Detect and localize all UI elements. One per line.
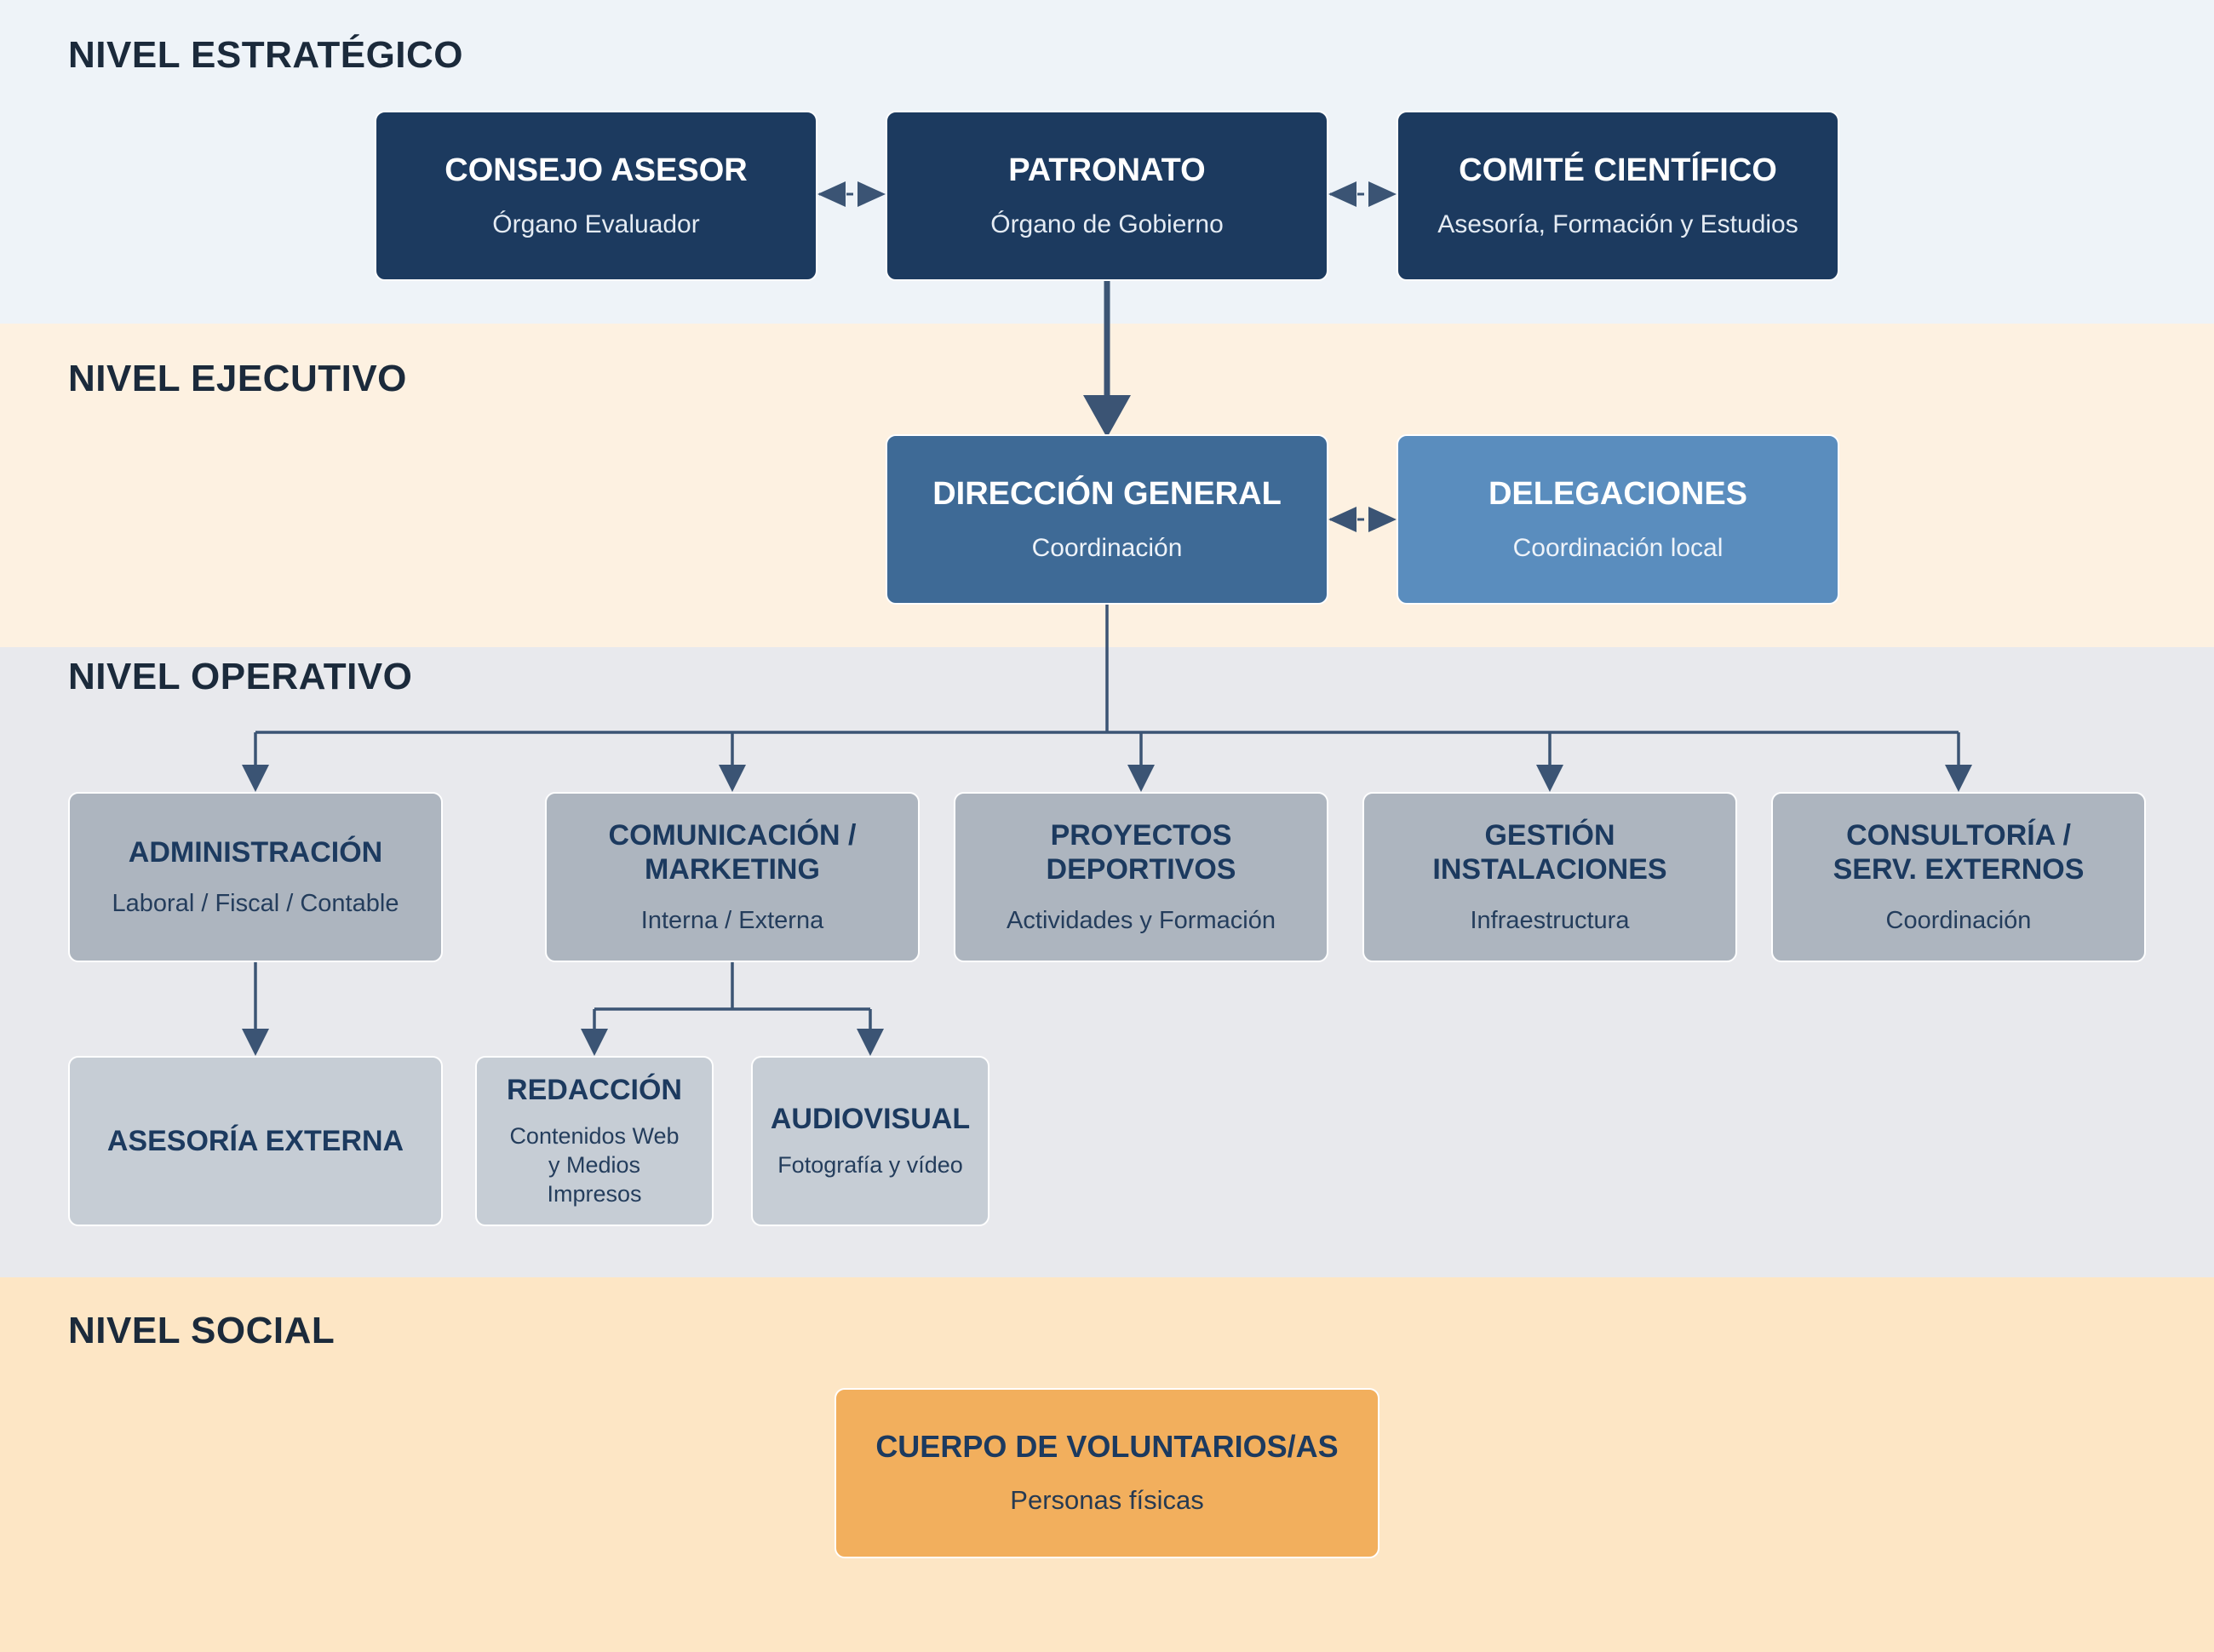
node-title: COMUNICACIÓN / MARKETING	[608, 818, 857, 886]
arrowhead-direccion	[1083, 395, 1131, 438]
node-subtitle: Coordinación	[1031, 533, 1183, 562]
level-title-operative: NIVEL OPERATIVO	[68, 656, 413, 697]
arrowhead-redaccion	[581, 1029, 608, 1056]
node-proyectos-deportivos: PROYECTOS DEPORTIVOS Actividades y Forma…	[954, 792, 1328, 962]
node-direccion-general: DIRECCIÓN GENERAL Coordinación	[886, 434, 1328, 605]
node-title: ADMINISTRACIÓN	[128, 835, 383, 869]
node-comite-cientifico: COMITÉ CIENTÍFICO Asesoría, Formación y …	[1397, 111, 1839, 281]
node-title: AUDIOVISUAL	[770, 1103, 971, 1136]
node-title: REDACCIÓN	[507, 1074, 682, 1107]
arrowhead-direccion-right	[1328, 507, 1357, 532]
arrowhead-audiovisual	[857, 1029, 884, 1056]
node-subtitle: Interna / Externa	[640, 906, 824, 934]
node-subtitle: Asesoría, Formación y Estudios	[1437, 209, 1798, 238]
arrowhead-consejo	[817, 181, 846, 207]
arrowhead-comunicacion	[719, 765, 746, 792]
node-subtitle: Coordinación	[1885, 906, 2032, 934]
node-audiovisual: AUDIOVISUAL Fotografía y vídeo	[751, 1056, 989, 1226]
node-consejo-asesor: CONSEJO ASESOR Órgano Evaluador	[375, 111, 817, 281]
arrowhead-proyectos	[1127, 765, 1155, 792]
node-subtitle: Infraestructura	[1470, 906, 1630, 934]
node-title: CUERPO DE VOLUNTARIOS/AS	[875, 1429, 1339, 1465]
node-title: PATRONATO	[1008, 152, 1206, 188]
node-title: ASESORÍA EXTERNA	[106, 1124, 404, 1157]
node-title: CONSEJO ASESOR	[445, 152, 748, 188]
node-asesoria-externa: ASESORÍA EXTERNA	[68, 1056, 443, 1226]
arrowhead-administracion	[242, 765, 269, 792]
node-cuerpo-voluntarios: CUERPO DE VOLUNTARIOS/AS Personas física…	[835, 1388, 1379, 1558]
arrowhead-consultoria	[1945, 765, 1972, 792]
node-subtitle: Personas físicas	[1010, 1484, 1204, 1515]
node-gestion-instalaciones: GESTIÓN INSTALACIONES Infraestructura	[1362, 792, 1737, 962]
node-title: PROYECTOS DEPORTIVOS	[1046, 818, 1236, 886]
arrowhead-delegaciones	[1368, 507, 1397, 532]
node-subtitle: Órgano de Gobierno	[990, 209, 1224, 238]
node-title: DELEGACIONES	[1488, 475, 1748, 512]
arrowhead-patronato-right	[1328, 181, 1357, 207]
node-title: GESTIÓN INSTALACIONES	[1432, 818, 1667, 886]
node-delegaciones: DELEGACIONES Coordinación local	[1397, 434, 1839, 605]
node-patronato: PATRONATO Órgano de Gobierno	[886, 111, 1328, 281]
node-consultoria: CONSULTORÍA / SERV. EXTERNOS Coordinació…	[1771, 792, 2146, 962]
node-subtitle: Contenidos Web y Medios Impresos	[509, 1123, 680, 1207]
level-title-executive: NIVEL EJECUTIVO	[68, 358, 407, 399]
node-comunicacion-marketing: COMUNICACIÓN / MARKETING Interna / Exter…	[545, 792, 920, 962]
node-title: COMITÉ CIENTÍFICO	[1459, 152, 1777, 188]
arrowhead-asesoria	[242, 1029, 269, 1056]
node-title: CONSULTORÍA / SERV. EXTERNOS	[1833, 818, 2085, 886]
arrowhead-comite	[1368, 181, 1397, 207]
arrowhead-patronato-left	[857, 181, 886, 207]
node-title: DIRECCIÓN GENERAL	[932, 475, 1282, 512]
arrowhead-gestion	[1536, 765, 1563, 792]
node-redaccion: REDACCIÓN Contenidos Web y Medios Impres…	[475, 1056, 714, 1226]
level-title-social: NIVEL SOCIAL	[68, 1310, 336, 1351]
level-title-strategic: NIVEL ESTRATÉGICO	[68, 34, 464, 76]
node-subtitle: Fotografía y vídeo	[777, 1152, 963, 1179]
node-subtitle: Coordinación local	[1512, 533, 1724, 562]
node-administracion: ADMINISTRACIÓN Laboral / Fiscal / Contab…	[68, 792, 443, 962]
node-subtitle: Órgano Evaluador	[492, 209, 700, 238]
node-subtitle: Actividades y Formación	[1007, 906, 1276, 934]
node-subtitle: Laboral / Fiscal / Contable	[112, 889, 399, 917]
